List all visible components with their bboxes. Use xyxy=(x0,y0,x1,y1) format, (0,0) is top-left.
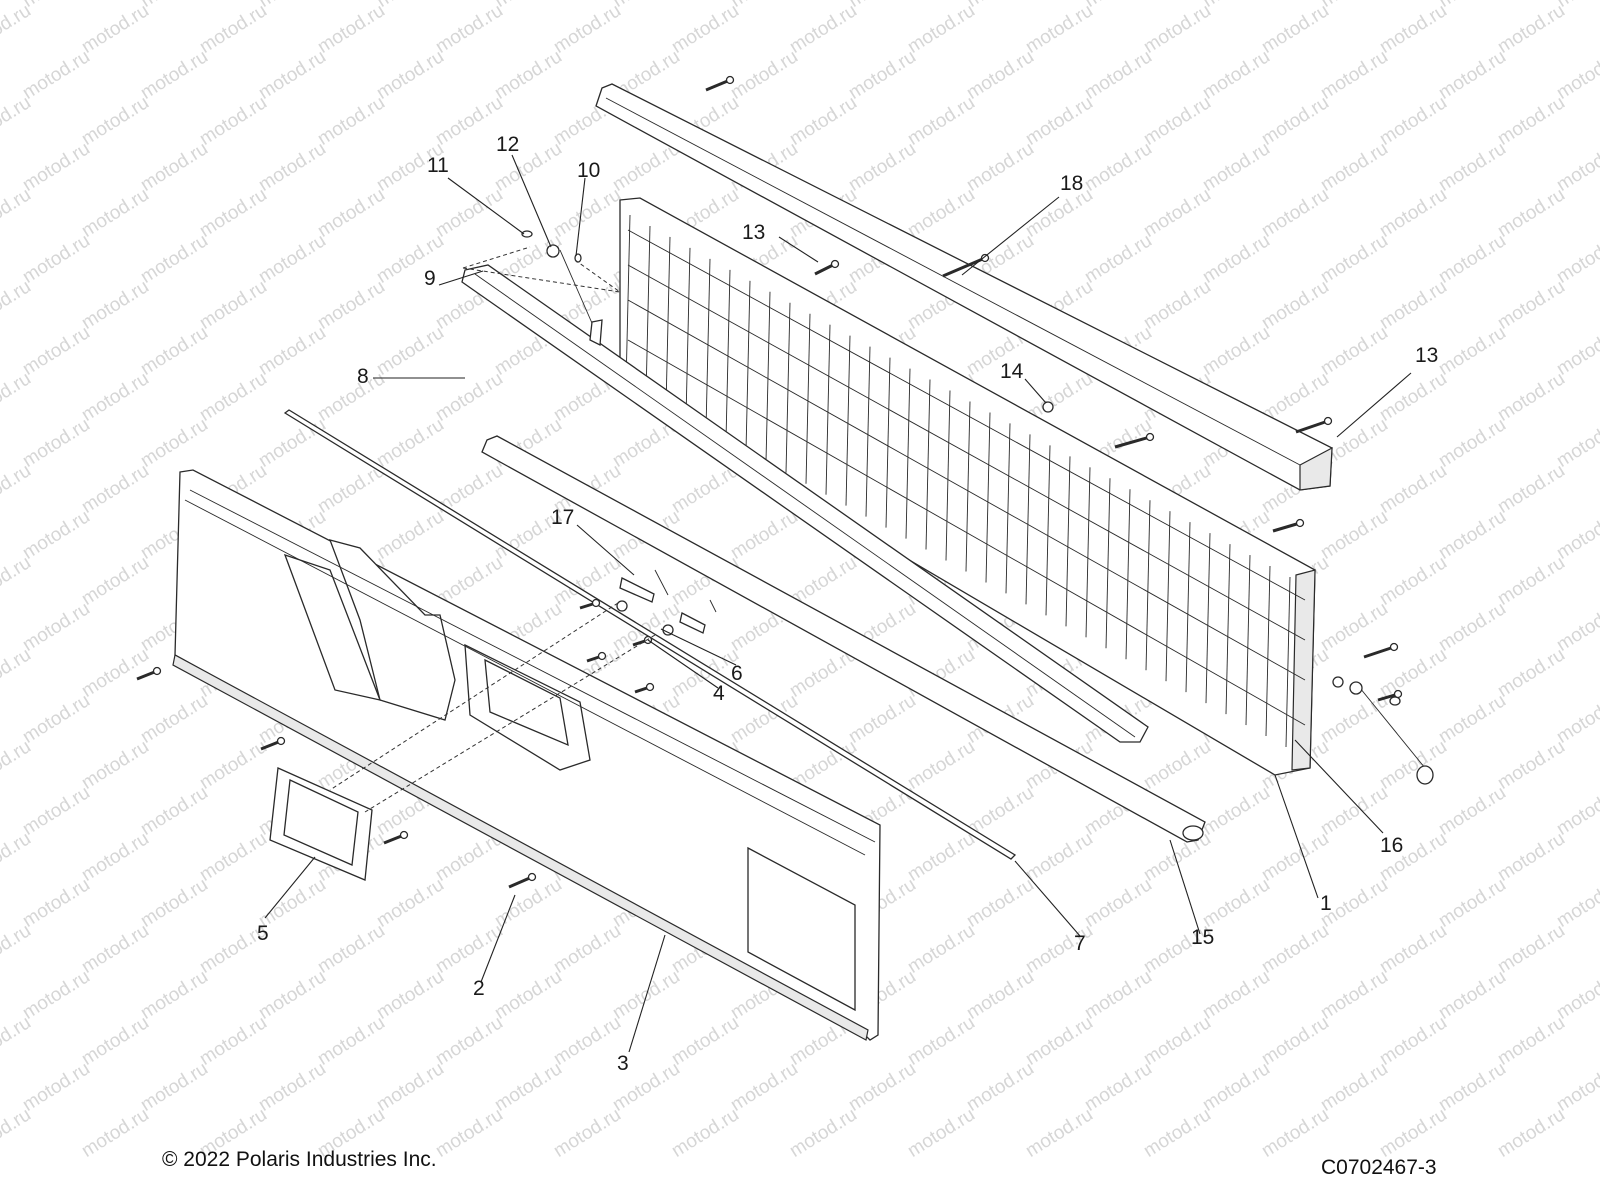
callout-3: 3 xyxy=(617,1052,629,1075)
callout-8: 8 xyxy=(357,365,369,388)
callout-16: 16 xyxy=(1380,834,1403,857)
part-10-cable xyxy=(521,230,603,347)
part-8-channel xyxy=(461,264,1149,743)
callout-13: 13 xyxy=(742,221,765,244)
bolt xyxy=(1363,645,1395,659)
bolt-head xyxy=(152,666,162,676)
bolt xyxy=(942,256,986,278)
bolt-head xyxy=(1295,518,1305,528)
callout-18: 18 xyxy=(1060,172,1083,195)
callout-12: 12 xyxy=(496,133,519,156)
bolt xyxy=(508,875,533,889)
bolt-head xyxy=(1145,432,1155,442)
alignment-lines xyxy=(329,246,656,813)
callout-4: 4 xyxy=(713,682,725,705)
bolt xyxy=(1272,521,1301,533)
bolt-head xyxy=(830,259,840,269)
part-6-bracket xyxy=(679,599,717,634)
callout-1: 1 xyxy=(1320,892,1332,915)
leader-lines xyxy=(264,154,1412,1053)
part-5-handle-bezel xyxy=(269,767,373,881)
callout-2: 2 xyxy=(473,977,485,1000)
callout-5: 5 xyxy=(257,922,269,945)
callout-6: 6 xyxy=(731,662,743,685)
callout-14: 14 xyxy=(1000,360,1024,383)
fastener-group xyxy=(136,75,1403,889)
bolt xyxy=(705,78,731,92)
copyright-text: © 2022 Polaris Industries Inc. xyxy=(162,1148,437,1171)
callout-9: 9 xyxy=(424,267,436,290)
callout-15: 15 xyxy=(1191,926,1214,949)
bolt-head xyxy=(527,872,537,882)
bolt-head xyxy=(591,598,601,608)
bolt-head xyxy=(1393,689,1403,699)
washer xyxy=(1042,401,1054,413)
bolt-head xyxy=(399,830,409,840)
bolt-head xyxy=(597,651,607,661)
drawing-number: C0702467-3 xyxy=(1321,1156,1437,1179)
bolt-head xyxy=(980,253,990,263)
part-17-bracket xyxy=(619,569,669,603)
bolt-head xyxy=(725,75,735,85)
callout-17: 17 xyxy=(551,506,574,529)
bolt-head xyxy=(1389,642,1399,652)
callout-11: 11 xyxy=(427,154,449,177)
part-16-cable xyxy=(1332,676,1434,785)
callout-7: 7 xyxy=(1074,932,1086,955)
bolt-head xyxy=(1323,416,1333,426)
washer xyxy=(616,600,628,612)
bolt xyxy=(1295,419,1329,434)
part-15-tube xyxy=(481,435,1206,843)
part-18-top-cap xyxy=(595,83,1333,491)
part-1-inner-panel xyxy=(619,197,1316,776)
bolt xyxy=(1114,435,1151,449)
callout-10: 10 xyxy=(577,159,600,182)
part-3-outer-panel xyxy=(172,469,881,1041)
callout-labels: 1 2 3 4 5 6 7 8 9 10 11 12 13 13 14 15 1… xyxy=(257,133,1438,1075)
bolt-head xyxy=(276,736,286,746)
part-7-rod xyxy=(283,409,1017,860)
bolt-head xyxy=(645,682,655,692)
callout-13-right: 13 xyxy=(1415,344,1438,367)
